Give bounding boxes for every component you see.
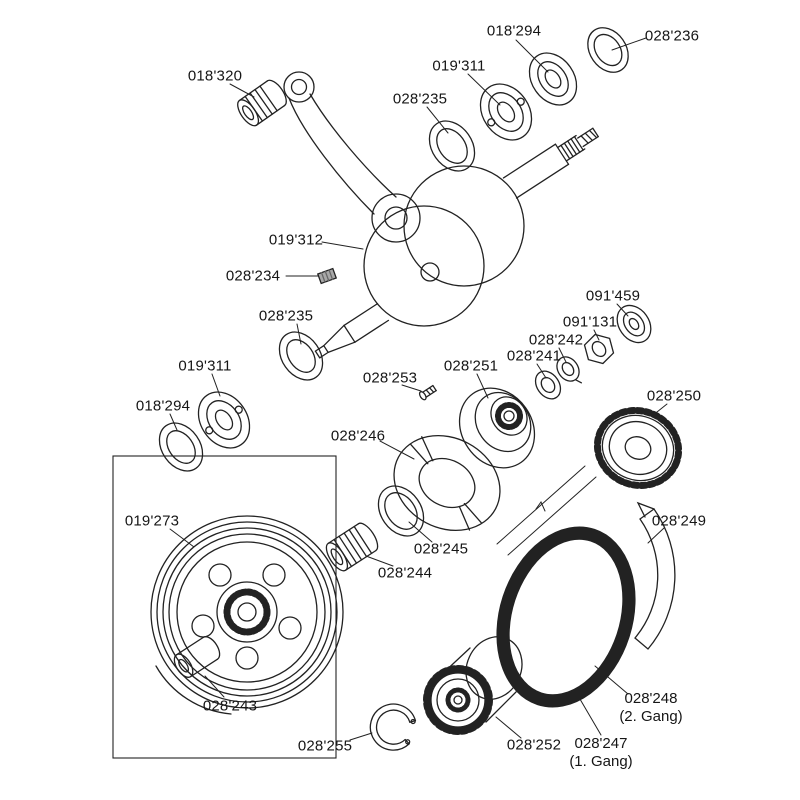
part-label-091459: 091'459 bbox=[585, 287, 641, 305]
part-label-019311-top: 019'311 bbox=[432, 57, 486, 75]
parts-box bbox=[112, 455, 337, 759]
part-label-019312: 019'312 bbox=[268, 231, 324, 249]
belt-guard-028249 bbox=[634, 501, 676, 650]
clutch-hub-028251 bbox=[458, 387, 536, 469]
part-label-028234: 028'234 bbox=[225, 267, 281, 285]
spacer-028243 bbox=[173, 636, 221, 678]
serrated-washer-028250 bbox=[593, 407, 683, 489]
ball-bearing-019311-top bbox=[479, 83, 533, 141]
part-label-028251: 028'251 bbox=[443, 357, 499, 375]
part-label-018294-left: 018'294 bbox=[135, 397, 191, 415]
part-label-028252: 028'252 bbox=[506, 736, 562, 754]
ring-028245 bbox=[377, 485, 425, 537]
pointer-lines bbox=[496, 465, 597, 556]
ring-018294-left bbox=[158, 422, 204, 472]
part-label-028236: 028'236 bbox=[644, 27, 700, 45]
part-number: 028'247 bbox=[574, 735, 628, 752]
part-label-028244: 028'244 bbox=[377, 564, 433, 582]
part-label-091131: 091'131 bbox=[562, 313, 618, 331]
clutch-drum-019273 bbox=[150, 515, 344, 715]
belt-028247 bbox=[496, 526, 636, 708]
crankshaft-019312 bbox=[283, 71, 599, 359]
part-label-028255: 028'255 bbox=[297, 737, 353, 755]
part-label-028245: 028'245 bbox=[413, 540, 469, 558]
lock-plate-028242 bbox=[556, 356, 583, 384]
part-label-019311-left: 019'311 bbox=[178, 357, 232, 375]
part-label-028249: 028'249 bbox=[651, 512, 707, 530]
ring-028236 bbox=[587, 27, 629, 73]
part-label-018294-top: 018'294 bbox=[486, 22, 542, 40]
woodruff-key-028234 bbox=[316, 267, 338, 285]
part-label-028246: 028'246 bbox=[330, 427, 386, 445]
part-label-028241: 028'241 bbox=[506, 347, 562, 365]
part-label-028243: 028'243 bbox=[202, 697, 258, 715]
part-label-028242: 028'242 bbox=[528, 331, 584, 349]
part-number-note: (2. Gang) bbox=[619, 708, 683, 725]
part-label-019273: 019'273 bbox=[124, 512, 180, 530]
bearing-ring-018294-top bbox=[528, 52, 578, 106]
part-label-028235-top: 028'235 bbox=[392, 90, 448, 108]
washer-028241 bbox=[534, 370, 562, 400]
part-label-028248: 028'248 (2. Gang) bbox=[619, 690, 682, 726]
part-number-note: (1. Gang) bbox=[569, 753, 633, 770]
part-label-028253: 028'253 bbox=[362, 369, 418, 387]
part-label-028247: 028'247 (1. Gang) bbox=[569, 735, 632, 771]
nut-091131 bbox=[583, 333, 615, 365]
seal-ring-028235-bottom bbox=[278, 331, 324, 381]
seal-ring-028235-top bbox=[428, 120, 476, 172]
clutch-shoes-028246 bbox=[393, 434, 501, 532]
part-number: 028'248 bbox=[624, 690, 678, 707]
ball-bearing-091459 bbox=[616, 304, 652, 344]
part-label-028250: 028'250 bbox=[646, 387, 702, 405]
needle-cage-028244 bbox=[325, 522, 379, 572]
screw-028253 bbox=[418, 384, 437, 401]
ball-bearing-019311-left bbox=[197, 391, 251, 449]
part-label-018320: 018'320 bbox=[187, 67, 243, 85]
needle-bearing-018320 bbox=[237, 79, 287, 127]
snap-ring-028255 bbox=[369, 703, 417, 751]
part-label-028235-bottom: 028'235 bbox=[258, 307, 314, 325]
